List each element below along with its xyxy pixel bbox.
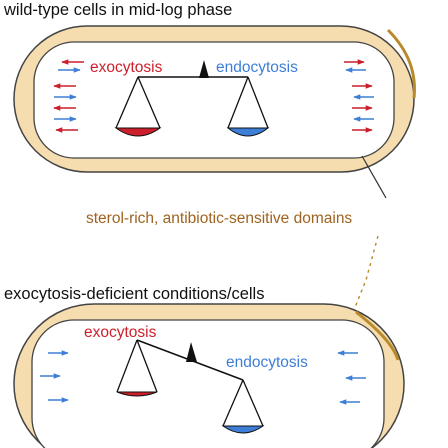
right-pan-string xyxy=(222,379,244,427)
bottom-endocytosis-label: endocytosis xyxy=(226,354,308,371)
domain-label: sterol-rich, antibiotic-sensitive domain… xyxy=(86,210,352,227)
wild-type-cell: exocytosis endocytosis xyxy=(13,25,416,173)
left-pan-string xyxy=(136,339,158,393)
deficient-cell-membrane xyxy=(31,319,385,448)
domain-pointer-line xyxy=(361,155,387,199)
bottom-balance-scale xyxy=(116,339,265,434)
endocytosis-pan xyxy=(226,127,270,137)
right-pan-string xyxy=(227,76,249,129)
bottom-exocytosis-label: exocytosis xyxy=(84,324,157,341)
right-pan-string xyxy=(242,379,264,427)
wall-highlight xyxy=(355,310,400,361)
left-pan-string xyxy=(115,76,139,129)
top-endocytosis-label: endocytosis xyxy=(216,59,298,76)
top-panel-title: wild-type cells in mid-log phase xyxy=(3,1,232,19)
domain-dashed-connector xyxy=(353,235,379,311)
wall-highlight xyxy=(386,28,416,99)
endocytosis-pan xyxy=(221,425,265,434)
exocytosis-pan xyxy=(114,127,162,137)
bottom-panel-title: exocytosis-deficient conditions/cells xyxy=(4,285,264,303)
right-pan-string xyxy=(247,76,269,129)
bottom-left-arrows xyxy=(40,350,69,403)
wild-type-cell-membrane xyxy=(33,41,395,159)
left-pan-string xyxy=(116,339,138,393)
bottom-right-arrows xyxy=(337,350,366,405)
left-pan-string xyxy=(137,76,161,129)
top-right-arrows xyxy=(344,59,374,133)
balance-fulcrum xyxy=(186,342,197,362)
balance-beam xyxy=(136,339,244,381)
top-balance-scale xyxy=(114,60,270,137)
exocytosis-deficient-cell: exocytosis endocytosis xyxy=(13,303,405,448)
balance-fulcrum xyxy=(199,60,209,78)
top-exocytosis-label: exocytosis xyxy=(90,59,163,76)
top-left-arrows xyxy=(53,59,84,133)
exocytosis-pan xyxy=(116,391,158,397)
